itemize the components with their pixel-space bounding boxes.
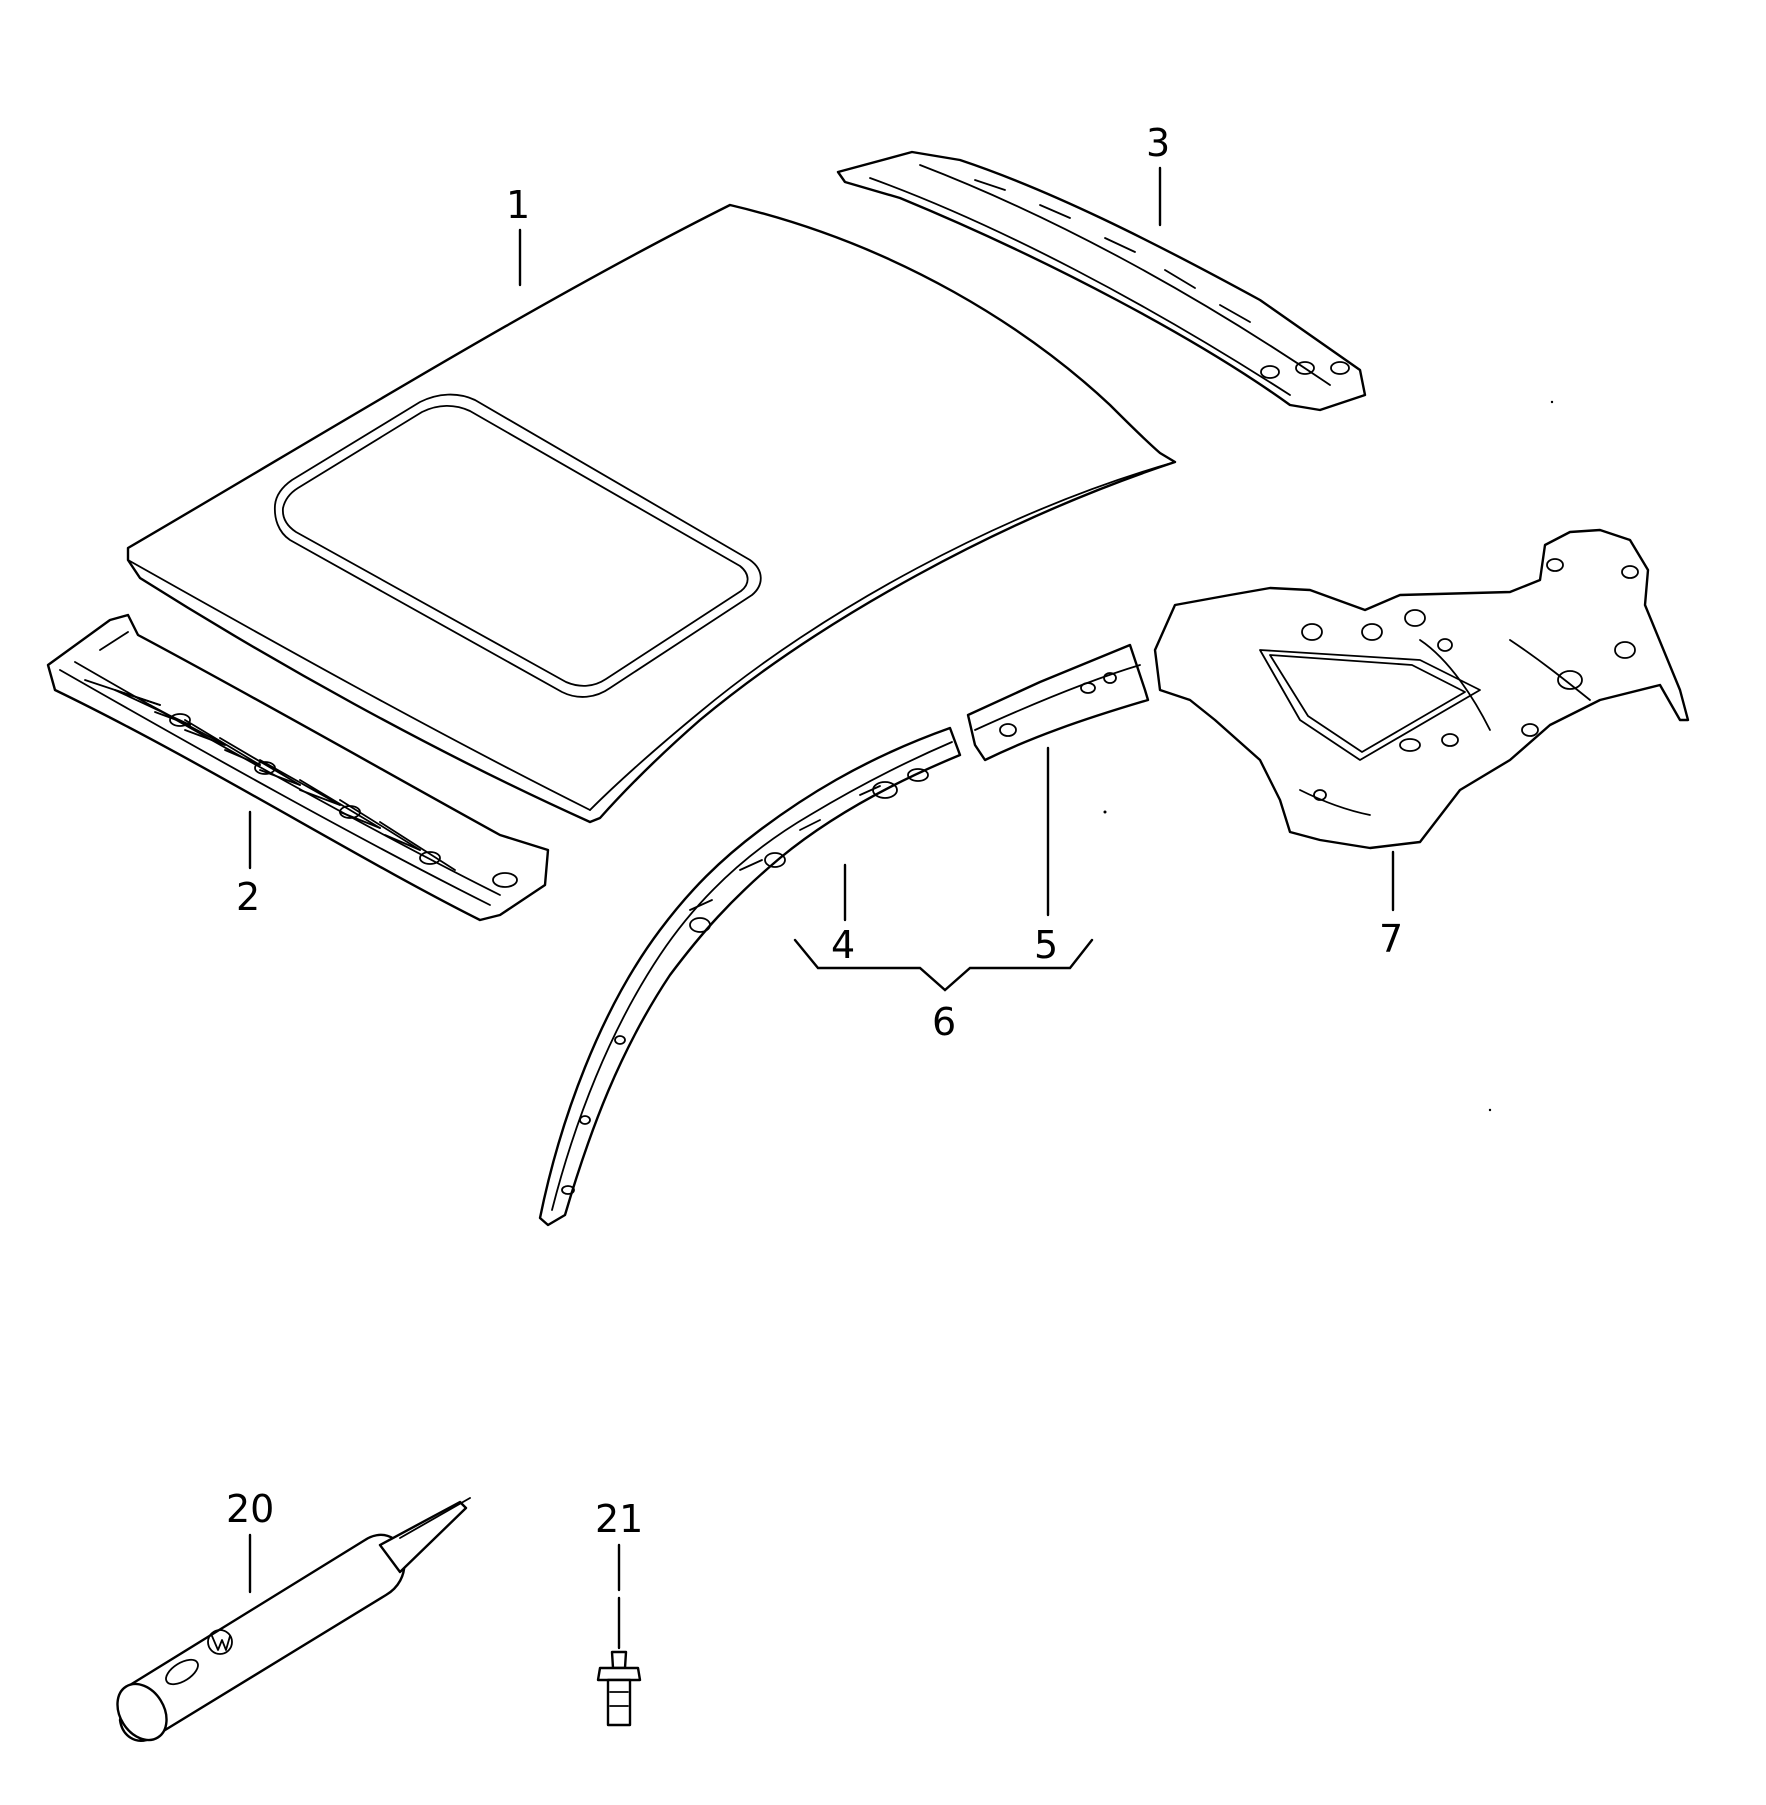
scan-speck bbox=[1488, 1108, 1492, 1112]
callout-20: 20 bbox=[226, 1487, 274, 1531]
callout-7: 7 bbox=[1379, 917, 1403, 961]
part-blind-rivet bbox=[596, 1596, 642, 1727]
callout-1: 1 bbox=[506, 183, 530, 227]
scan-speck bbox=[1103, 810, 1107, 814]
group-bracket-4-5 bbox=[793, 938, 1094, 992]
part-rear-cross-member bbox=[836, 150, 1367, 412]
callout-21: 21 bbox=[595, 1497, 643, 1541]
part-roof-side-rail-middle bbox=[966, 643, 1150, 762]
scan-speck bbox=[1550, 400, 1554, 404]
brand-emblem-rings bbox=[165, 1658, 199, 1686]
sunroof-opening bbox=[273, 393, 762, 698]
part-rear-side-frame bbox=[1153, 528, 1690, 850]
part-sealant-cartridge bbox=[116, 1497, 471, 1742]
callout-6: 6 bbox=[932, 1000, 956, 1044]
part-roof-panel bbox=[126, 203, 1177, 824]
callout-4: 4 bbox=[831, 923, 855, 967]
part-front-cross-member bbox=[46, 613, 550, 922]
part-roof-side-rail-front bbox=[538, 726, 962, 1227]
callout-3: 3 bbox=[1146, 121, 1170, 165]
brand-emblem-vw bbox=[207, 1629, 233, 1655]
callout-2: 2 bbox=[236, 875, 260, 919]
callout-5: 5 bbox=[1034, 923, 1058, 967]
